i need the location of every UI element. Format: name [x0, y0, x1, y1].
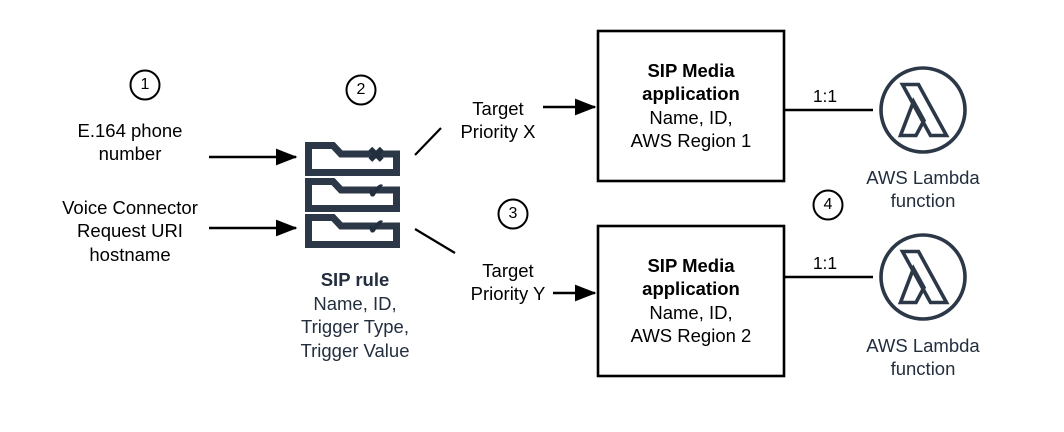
sip-rule-row-3-shape [305, 214, 400, 248]
target-priority-x-label: Target Priority X [460, 98, 536, 143]
ratio-label-app-2: 1:1 [812, 253, 838, 273]
input-label-phone-number: E.164 phone number [77, 120, 183, 165]
aws-lambda-1-label: AWS Lambda function [866, 167, 980, 212]
sip-rule-row-1-shape [305, 142, 400, 176]
sip-rule-row-2-shape [305, 178, 400, 212]
sip-media-application-2-title: SIP Media application [642, 255, 740, 299]
lambda-circle-1 [879, 66, 967, 154]
lambda-glyph-leg-1 [897, 97, 927, 138]
step-label-3: 3 [508, 205, 518, 222]
sip-media-application-2-box [596, 224, 786, 378]
sip-media-application-1-title: SIP Media application [642, 60, 740, 104]
aws-lambda-icon-1 [879, 66, 967, 154]
step-circle-4 [812, 189, 844, 221]
aws-lambda-2-label: AWS Lambda function [866, 335, 980, 380]
leader-line-target-y [414, 228, 456, 254]
lambda-circle-2 [879, 233, 967, 321]
step-label-4: 4 [823, 196, 833, 213]
sip-media-application-2-details: Name, ID, AWS Region 2 [630, 302, 752, 346]
input-label-voice-connector-hostname: Voice Connector Request URI hostname [62, 197, 198, 265]
step-circle-3 [497, 198, 529, 230]
step-circle-1 [129, 69, 161, 101]
leader-line-target-x [414, 127, 442, 156]
sip-rule-row-1-cross-icon: ✖ [367, 144, 385, 167]
lambda-glyph-leg-2 [897, 264, 927, 305]
aws-lambda-icon-2 [879, 233, 967, 321]
target-priority-y-label: Target Priority Y [470, 260, 546, 305]
sip-media-application-1-details: Name, ID, AWS Region 1 [630, 107, 752, 151]
sip-rule-title: SIP rule [320, 269, 390, 290]
step-circle-2 [345, 74, 377, 106]
ratio-label-app-1: 1:1 [812, 86, 838, 106]
sip-rule-details: Name, ID, Trigger Type, Trigger Value [300, 293, 410, 361]
sip-rule-row-3-check-icon: ✔ [367, 216, 385, 239]
step-label-2: 2 [356, 81, 366, 98]
sip-media-application-1-box [596, 29, 786, 183]
sip-rule-stack-icon [305, 142, 400, 248]
sip-rule-row-2-check-icon: ✔ [367, 180, 385, 203]
step-label-1: 1 [140, 76, 150, 93]
